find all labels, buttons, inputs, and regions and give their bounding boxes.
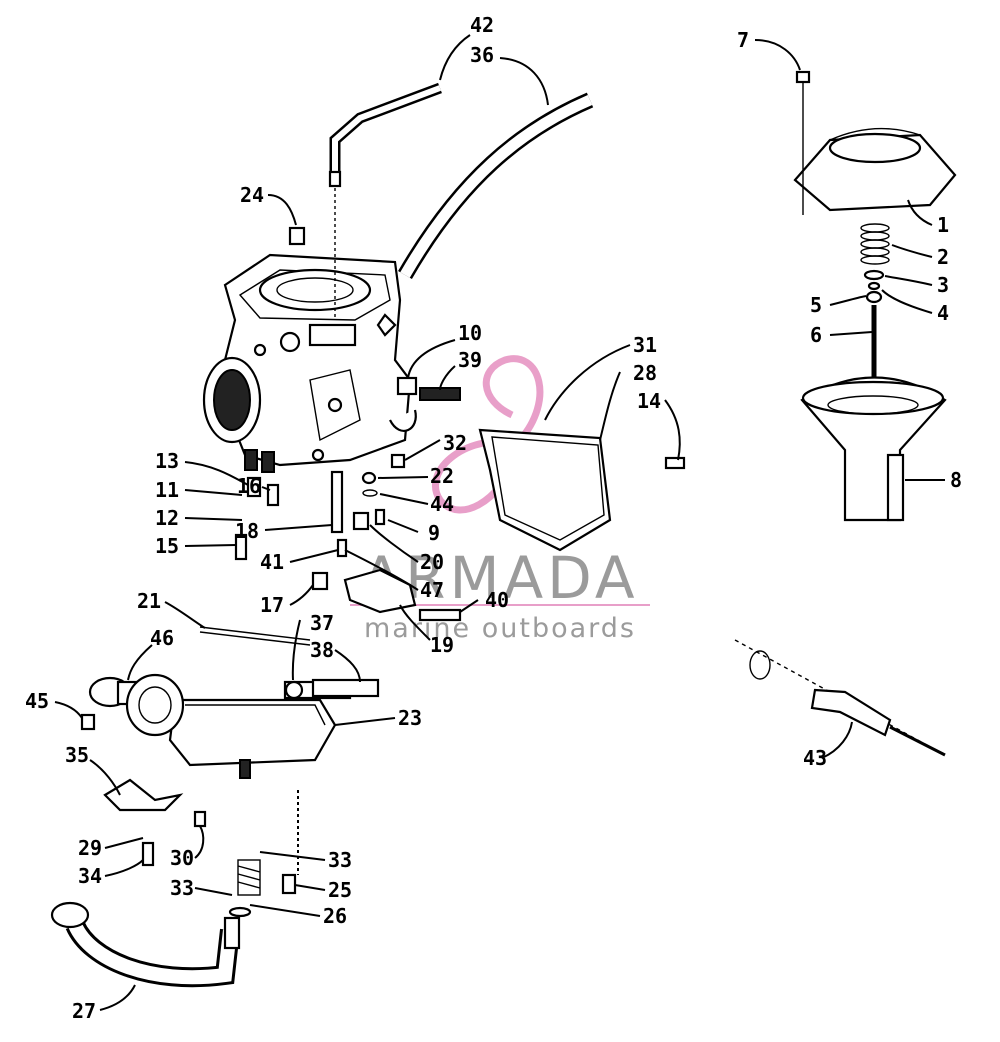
callout-35: 35 bbox=[65, 743, 89, 767]
callout-5: 5 bbox=[810, 293, 822, 317]
callout-27: 27 bbox=[72, 999, 96, 1023]
callout-3: 3 bbox=[937, 273, 949, 297]
fuel-hose-27 bbox=[50, 901, 241, 988]
callout-34: 34 bbox=[78, 864, 102, 888]
callout-14: 14 bbox=[637, 389, 661, 413]
callout-29: 29 bbox=[78, 836, 102, 860]
callout-28: 28 bbox=[633, 361, 657, 385]
callout-24: 24 bbox=[240, 183, 264, 207]
callout-17: 17 bbox=[260, 593, 284, 617]
callout-1: 1 bbox=[937, 213, 949, 237]
spring-icon bbox=[237, 859, 261, 896]
callout-4: 4 bbox=[937, 301, 949, 325]
callout-40: 40 bbox=[485, 588, 509, 612]
callout-43: 43 bbox=[803, 746, 827, 770]
callout-9: 9 bbox=[428, 521, 440, 545]
callout-15: 15 bbox=[155, 534, 179, 558]
callout-33-left: 33 bbox=[170, 876, 194, 900]
callout-16: 16 bbox=[237, 474, 261, 498]
callout-41: 41 bbox=[260, 550, 284, 574]
small-parts bbox=[80, 226, 686, 731]
callout-7: 7 bbox=[737, 28, 749, 52]
callout-32: 32 bbox=[443, 431, 467, 455]
callout-31: 31 bbox=[633, 333, 657, 357]
callout-8: 8 bbox=[950, 468, 962, 492]
vacuum-diaphragm-assembly bbox=[793, 70, 957, 522]
callout-18: 18 bbox=[235, 519, 259, 543]
callout-47: 47 bbox=[420, 578, 444, 602]
callout-25: 25 bbox=[328, 878, 352, 902]
spring-icon bbox=[860, 223, 890, 265]
callout-42: 42 bbox=[470, 13, 494, 37]
callout-19: 19 bbox=[430, 633, 454, 657]
callout-20: 20 bbox=[420, 550, 444, 574]
leader-lines bbox=[54, 34, 945, 1011]
choke-cable-42 bbox=[328, 82, 442, 320]
callout-10: 10 bbox=[458, 321, 482, 345]
callout-11: 11 bbox=[155, 478, 179, 502]
watermark-tagline: marine outboards bbox=[364, 613, 636, 644]
callout-38: 38 bbox=[310, 638, 334, 662]
throttle-cable-36 bbox=[398, 92, 594, 280]
callout-6: 6 bbox=[810, 323, 822, 347]
callout-26: 26 bbox=[323, 904, 347, 928]
callout-2: 2 bbox=[937, 245, 949, 269]
callout-36: 36 bbox=[470, 43, 494, 67]
carburetor-body bbox=[202, 253, 417, 473]
choke-cable-43 bbox=[734, 639, 946, 757]
callout-21: 21 bbox=[137, 589, 161, 613]
callout-44: 44 bbox=[430, 492, 454, 516]
callout-33-right: 33 bbox=[328, 848, 352, 872]
callout-30: 30 bbox=[170, 846, 194, 870]
callout-46: 46 bbox=[150, 626, 174, 650]
callout-labels: 42 36 24 7 1 2 3 4 5 6 8 10 39 31 28 14 … bbox=[25, 13, 962, 1023]
callout-45: 45 bbox=[25, 689, 49, 713]
callout-37: 37 bbox=[310, 611, 334, 635]
callout-23: 23 bbox=[398, 706, 422, 730]
callout-12: 12 bbox=[155, 506, 179, 530]
callout-13: 13 bbox=[155, 449, 179, 473]
callout-22: 22 bbox=[430, 464, 454, 488]
callout-39: 39 bbox=[458, 348, 482, 372]
float-bowl-assembly bbox=[88, 673, 352, 918]
